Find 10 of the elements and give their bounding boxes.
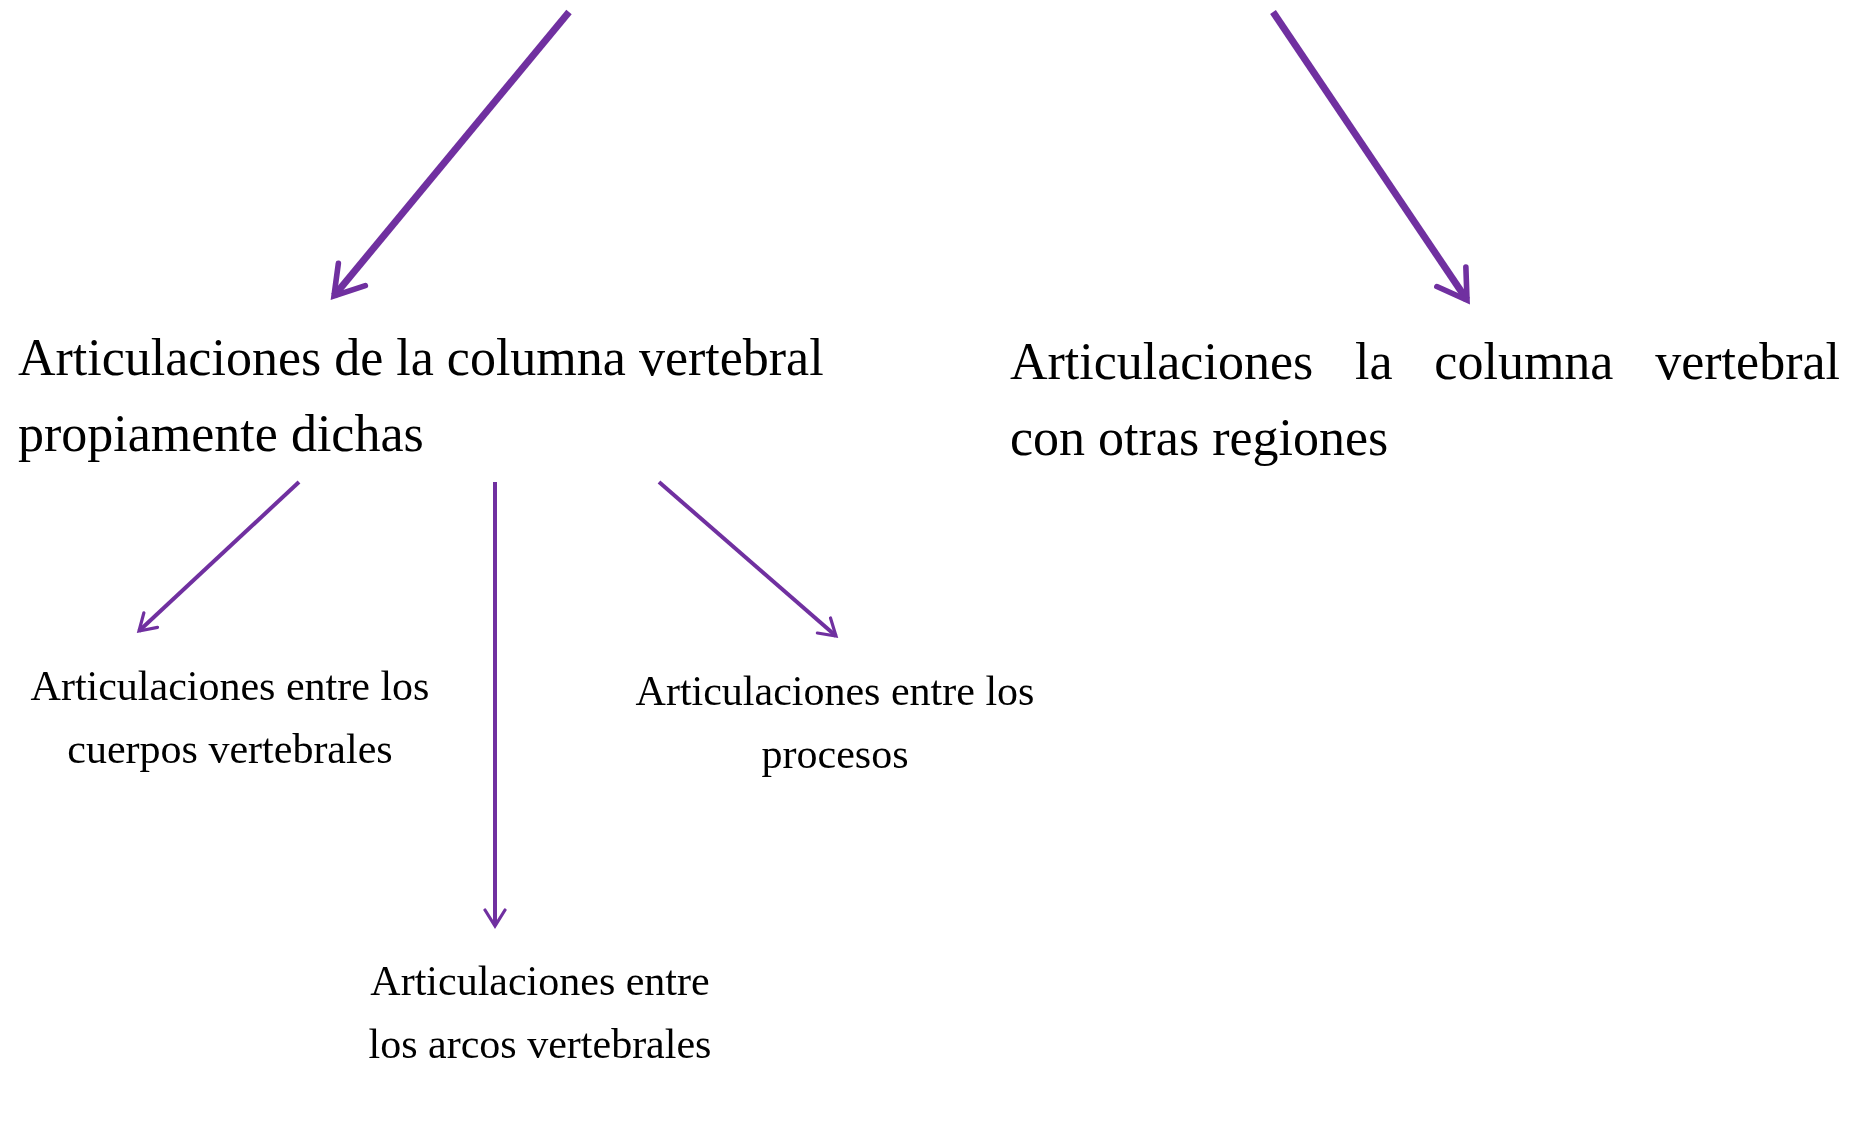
arrow <box>483 482 507 928</box>
node-label: Articulaciones la columna vertebral con otras regiones <box>1010 332 1840 468</box>
node-label: Articulaciones de la columna vertebral propiamente dichas <box>18 328 825 464</box>
node-label: Articulaciones entre los cuerpos vertebrales <box>29 662 431 774</box>
arrow <box>331 9 572 299</box>
arrow <box>657 480 838 638</box>
arrow <box>1270 10 1470 303</box>
arrow <box>137 480 301 633</box>
node-label: Articulaciones entre los procesos <box>634 667 1036 779</box>
node-label: Articulaciones entre los arcos vertebrales <box>367 957 713 1069</box>
